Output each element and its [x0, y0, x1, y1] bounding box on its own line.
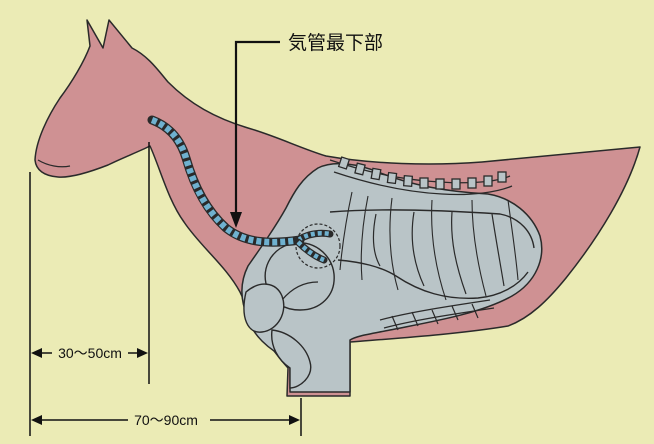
dim-long-label: 70～90cm	[134, 412, 198, 428]
dim-long-arrow-right	[289, 415, 300, 425]
dim-short-arrow-right	[137, 348, 148, 358]
dim-short-arrow-left	[31, 348, 42, 358]
dim-long-arrow-left	[31, 415, 42, 425]
dim-short-label: 30～50cm	[58, 345, 122, 361]
callout-label: 気管最下部	[288, 32, 383, 54]
